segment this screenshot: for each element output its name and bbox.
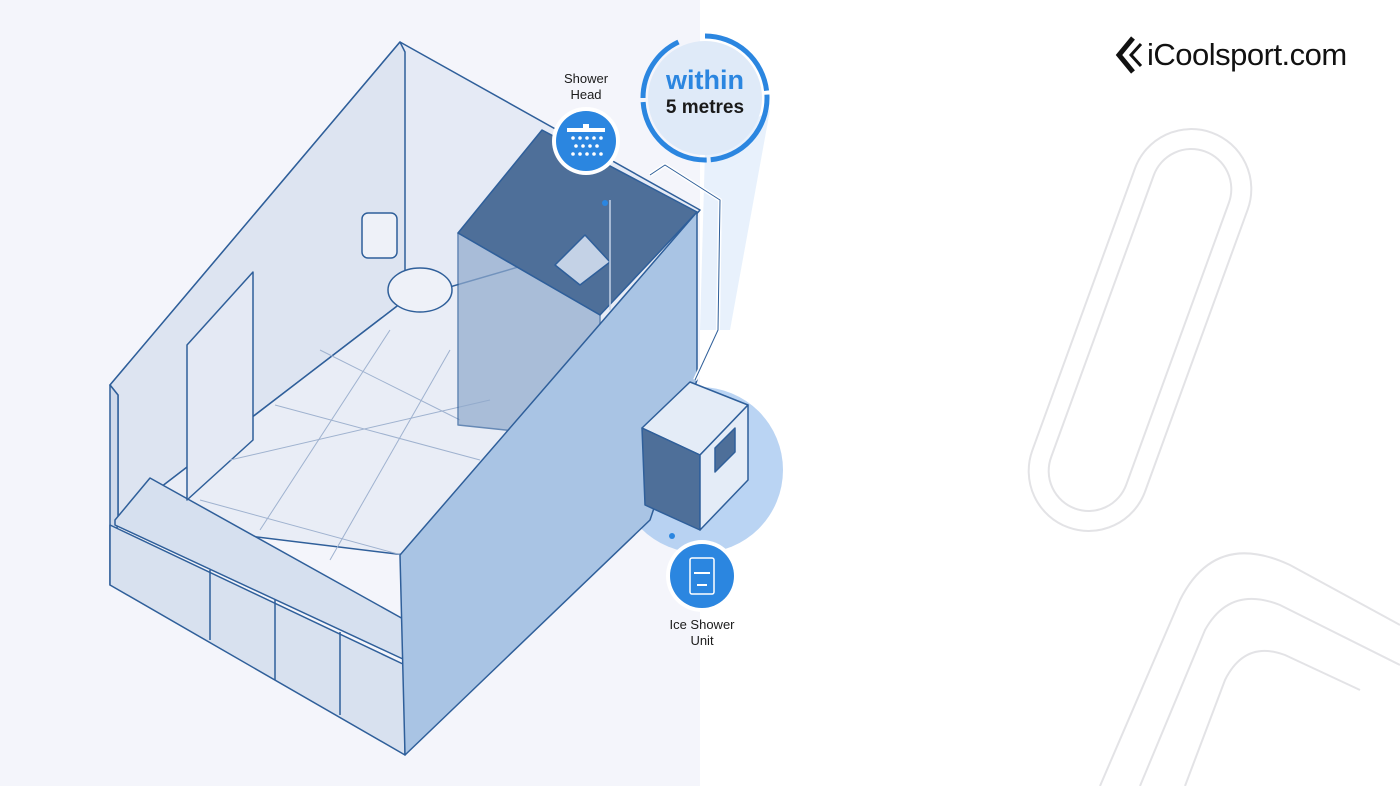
shower-head-label-line1: Shower [563,71,609,86]
room [109,41,749,756]
shower-head-label-line2: Head [570,87,602,102]
badge-ring [640,33,770,163]
shower-head-label: Shower Head [546,71,626,103]
brand-logo: iCoolsport.com [1115,36,1347,74]
decorative-track [1027,128,1400,786]
logo-text: iCoolsport.com [1147,37,1347,72]
badge-line1: within [666,65,744,95]
badge-fill [648,41,762,155]
badge-line2: 5 metres [665,97,745,118]
ice-unit-label-line1: Ice Shower [669,617,735,632]
shower-head-icon [552,107,620,175]
distance-badge: within 5 metres [640,33,770,163]
ice-shower-unit-icon [666,540,738,612]
chevron-left-logo-icon [1115,36,1143,74]
ice-unit-label-line2: Unit [690,633,714,648]
ice-shower-unit-label: Ice Shower Unit [652,617,752,649]
